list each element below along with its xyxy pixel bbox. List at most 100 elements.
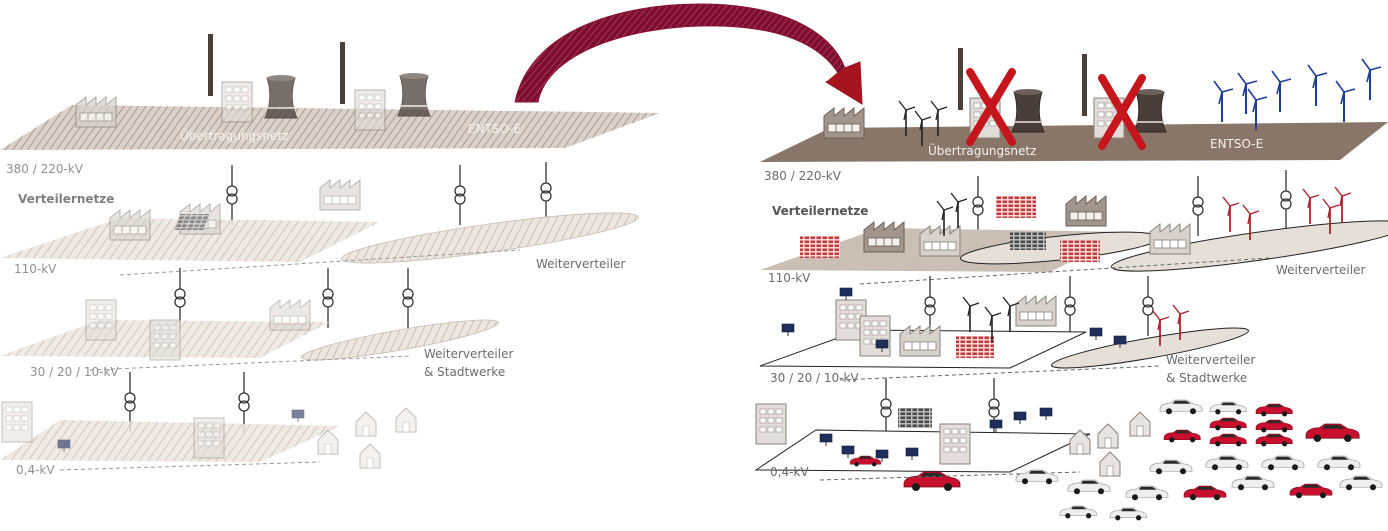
solar-panel-icon — [781, 323, 795, 337]
curved-arrow-icon — [514, 3, 863, 105]
transformer-icon — [238, 371, 250, 433]
house-icon — [359, 443, 381, 469]
house-icon — [355, 411, 377, 437]
ev-fleet — [1015, 399, 1383, 521]
wind-turbine-icon — [1335, 80, 1356, 123]
electric-car-icon — [1209, 417, 1247, 431]
wind-turbine-icon — [962, 296, 980, 333]
wind-turbine-icon — [950, 192, 968, 229]
solar-panel-icon — [1039, 407, 1053, 421]
transmission-plane-before — [0, 105, 660, 150]
solar-panel-icon — [1089, 327, 1103, 341]
factory-icon — [1015, 295, 1057, 327]
municipal-label-before: & Stadtwerke — [424, 365, 505, 379]
transformer-icon — [402, 267, 414, 329]
solar-field-icon — [1060, 240, 1100, 262]
low-voltage-plane-after — [754, 429, 1091, 473]
redistributor-label-after: Weiterverteiler — [1276, 263, 1365, 277]
voltage-380-label-before: 380 / 220-kV — [6, 162, 84, 176]
voltage-04-label-before: 0,4-kV — [16, 463, 55, 477]
factory-icon — [899, 325, 941, 357]
solar-field-icon — [898, 408, 932, 428]
chimney-icon — [208, 34, 213, 96]
electric-car-icon — [1183, 485, 1227, 501]
factory-icon — [1149, 223, 1191, 255]
house-icon — [1129, 411, 1151, 437]
chimney-icon — [1082, 54, 1087, 116]
solar-panel-icon — [1013, 411, 1027, 425]
transformer-icon — [322, 267, 334, 329]
wind-turbine-icon — [1222, 196, 1240, 233]
solar-field-icon — [174, 214, 211, 230]
transformer-icon — [1280, 169, 1292, 231]
factory-icon — [269, 299, 311, 331]
electric-car-icon — [1067, 479, 1111, 495]
electric-car-icon — [1209, 401, 1247, 415]
transformer-icon — [454, 164, 466, 226]
building-icon — [85, 299, 117, 341]
electric-car-icon — [1109, 507, 1147, 521]
transformer-icon — [972, 175, 984, 237]
cooling-tower-icon — [264, 74, 298, 119]
transmission-label-before: Übertragungsnetz — [180, 127, 288, 143]
cooling-tower-icon — [397, 72, 431, 117]
wind-turbine-icon — [1307, 64, 1328, 107]
distribution-plane-before — [0, 218, 380, 262]
building-icon — [755, 403, 787, 445]
electric-car-icon — [1205, 455, 1249, 471]
building-icon — [221, 81, 253, 123]
redistributor-municipal-label-after: Weiterverteiler — [1166, 353, 1255, 367]
electric-car-icon — [1255, 433, 1293, 447]
building-icon — [1, 401, 33, 443]
cooling-tower-icon — [1133, 88, 1167, 133]
building-icon — [859, 315, 891, 357]
low-voltage-plane-before — [0, 420, 340, 462]
transformer-icon — [1192, 175, 1204, 237]
transformer-icon — [226, 164, 238, 226]
distribution-label-before: Verteilernetze — [18, 192, 114, 206]
redistribution-area-after — [1110, 220, 1388, 272]
transformer-icon — [1064, 275, 1076, 337]
chimney-icon — [958, 48, 963, 110]
transformer-icon — [540, 161, 552, 223]
solar-panel-icon — [291, 409, 305, 423]
cross-mark-icon — [966, 68, 1016, 146]
chimney-icon — [340, 42, 345, 104]
after-panel: Übertragungsnetz ENTSO-E 380 / 220-kV Ve… — [754, 48, 1388, 521]
factory-icon — [1065, 195, 1107, 227]
building-icon — [149, 319, 181, 361]
transmission-plane-after — [760, 122, 1388, 162]
wind-turbine-icon — [1213, 80, 1234, 123]
voltage-30-label-before: 30 / 20 / 10-kV — [30, 365, 119, 379]
wind-turbine-icon — [1334, 186, 1352, 223]
entsoe-label-before: ENTSO-E — [468, 122, 521, 136]
wind-turbine-icon — [1271, 70, 1292, 113]
electric-car-icon — [903, 471, 961, 492]
solar-panel-icon — [989, 419, 1003, 433]
solar-field-icon — [1010, 232, 1046, 250]
solar-field-icon — [996, 196, 1036, 218]
voltage-04-label-after: 0,4-kV — [770, 465, 809, 479]
distribution-label-after: Verteilernetze — [772, 204, 868, 218]
electric-car-icon — [1159, 399, 1203, 415]
transmission-label-after: Übertragungsnetz — [928, 142, 1036, 158]
electric-car-icon — [1059, 505, 1097, 519]
electric-car-icon — [1149, 459, 1193, 475]
voltage-380-label-after: 380 / 220-kV — [764, 169, 842, 183]
redistributor-label-before: Weiterverteiler — [536, 257, 625, 271]
wind-turbine-icon — [1361, 58, 1382, 101]
electric-car-icon — [1209, 433, 1247, 447]
cooling-tower-icon — [1011, 88, 1045, 133]
electric-car-icon — [1163, 429, 1201, 443]
voltage-30-label-after: 30 / 20 / 10-kV — [770, 371, 859, 385]
municipal-label-after: & Stadtwerke — [1166, 371, 1247, 385]
factory-icon — [823, 107, 865, 139]
electric-car-icon — [1255, 403, 1293, 417]
factory-icon — [863, 221, 905, 253]
solar-panel-icon — [839, 287, 853, 301]
voltage-110-label-before: 110-kV — [14, 262, 57, 276]
factory-icon — [75, 96, 117, 128]
factory-icon — [919, 225, 961, 257]
wind-turbine-icon — [1302, 188, 1320, 225]
entsoe-label-after: ENTSO-E — [1210, 137, 1263, 151]
